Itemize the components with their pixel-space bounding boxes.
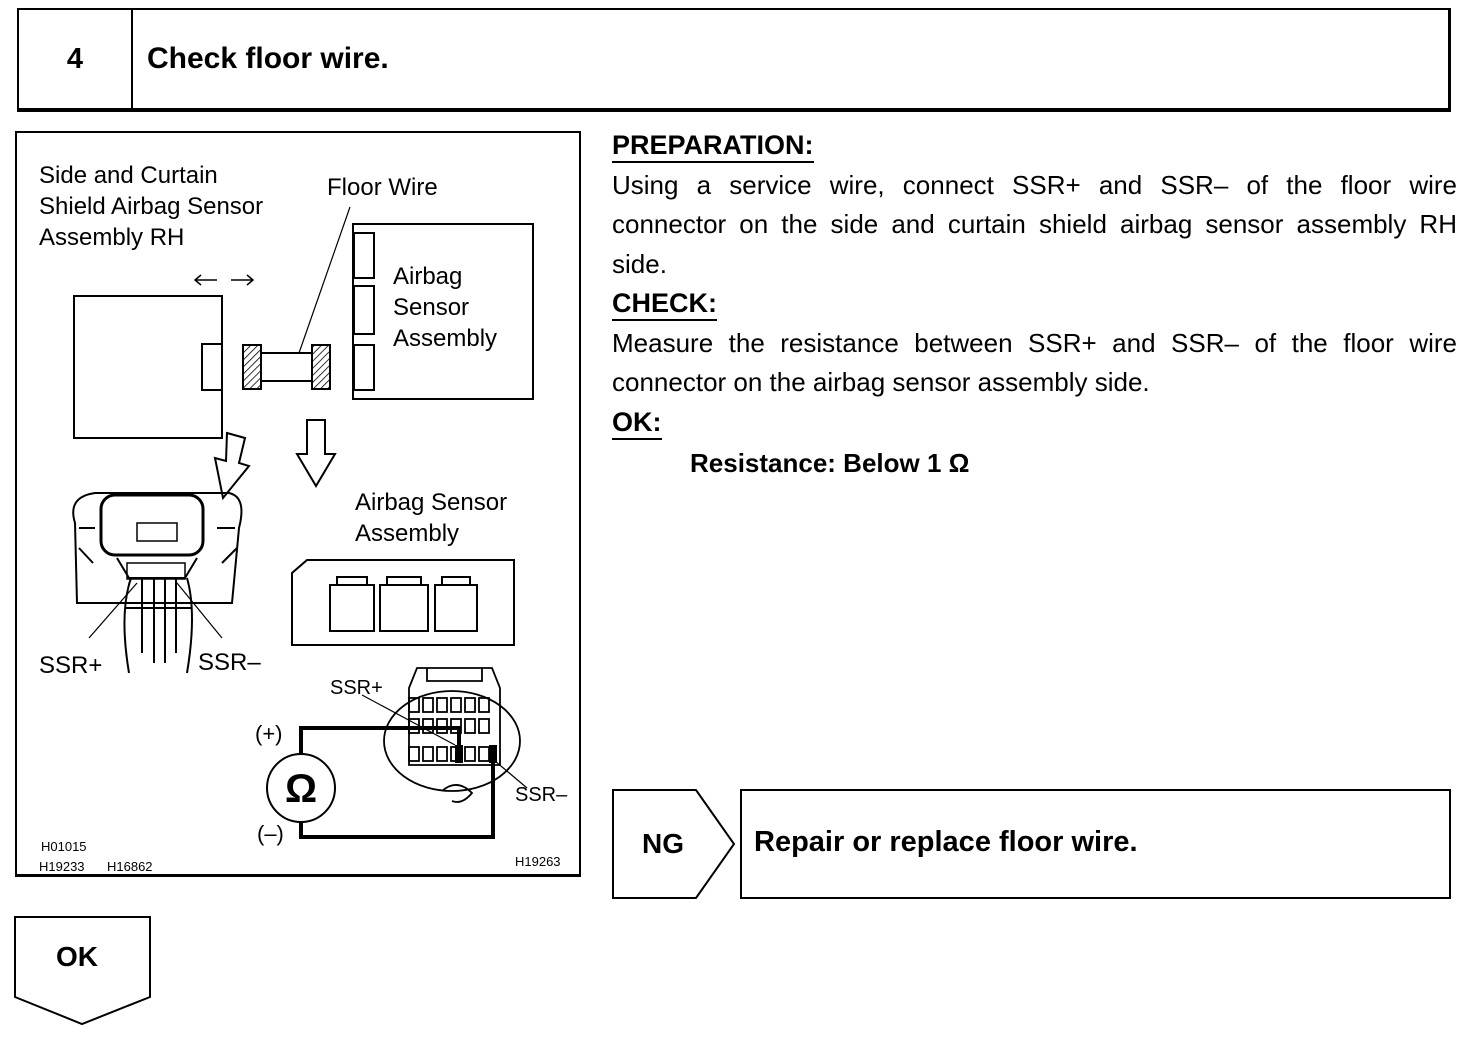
ssr-plus-left-label: SSR+ [39, 652, 102, 679]
figure-code-2: H19233 [39, 859, 85, 874]
negative-label: (–) [257, 821, 284, 846]
meter-lead-negative [299, 751, 495, 839]
airbag-assembly-label-line1: Airbag Sensor [355, 489, 507, 516]
positive-label: (+) [255, 721, 283, 746]
figure-code-4: H19263 [515, 854, 561, 869]
ssr-minus-right-label: SSR– [515, 784, 568, 806]
ssr-minus-left-label: SSR– [198, 649, 261, 676]
ng-label: NG [642, 828, 684, 859]
wiring-figure: Side and Curtain Shield Airbag Sensor As… [15, 131, 581, 877]
floor-wire-leader [298, 206, 351, 354]
check-heading: CHECK: [612, 288, 717, 321]
step-title: Check floor wire. [147, 42, 389, 75]
airbag-box-label-line2: Sensor [393, 294, 469, 321]
sensor-rh-box [73, 295, 223, 439]
figure-code-1: H01015 [41, 839, 87, 854]
wiring-diagram: Side and Curtain Shield Airbag Sensor As… [39, 162, 568, 874]
sensor-rh-label-line2: Shield Airbag Sensor [39, 193, 263, 220]
sensor-rh-label-line3: Assembly RH [39, 224, 184, 251]
ohmmeter-icon [266, 753, 336, 823]
resistance-spec: Resistance: Below 1 Ω [690, 448, 970, 478]
floor-wire [242, 344, 331, 390]
sensor-rh-connector [201, 343, 223, 391]
ng-result-frame [612, 789, 1451, 899]
ssr-plus-right-label: SSR+ [330, 677, 383, 699]
ok-result-frame [14, 916, 151, 1026]
step-number: 4 [19, 10, 133, 108]
step-header: 4 Check floor wire. [17, 8, 1451, 112]
instructions: PREPARATION: Using a service wire, conne… [612, 126, 1457, 484]
figure-code-3: H16862 [107, 859, 153, 874]
airbag-box-label-line1: Airbag [393, 263, 462, 290]
floor-wire-connector-detail [383, 667, 521, 803]
ok-result: OK [14, 915, 154, 1027]
double-arrow-icon [193, 274, 255, 286]
sensor-rh-connector-detail [72, 492, 243, 674]
down-arrow-icon [213, 419, 337, 501]
airbag-assembly-housing [291, 559, 515, 646]
check-text: Measure the resistance between SSR+ and … [612, 327, 1457, 398]
preparation-heading: PREPARATION: [612, 130, 814, 163]
airbag-assembly-label-line2: Assembly [355, 520, 459, 547]
ng-action-text: Repair or replace floor wire. [754, 826, 1138, 858]
ok-label: OK [56, 941, 98, 972]
meter-lead-positive [299, 726, 461, 773]
floor-wire-label: Floor Wire [327, 174, 438, 201]
preparation-text: Using a service wire, connect SSR+ and S… [612, 169, 1457, 279]
ok-heading: OK: [612, 407, 662, 440]
airbag-box-label-line3: Assembly [393, 325, 497, 352]
ng-result: NG Repair or replace floor wire. [612, 788, 1452, 900]
sensor-rh-label-line1: Side and Curtain [39, 162, 218, 189]
ohm-symbol: Ω [285, 767, 317, 811]
